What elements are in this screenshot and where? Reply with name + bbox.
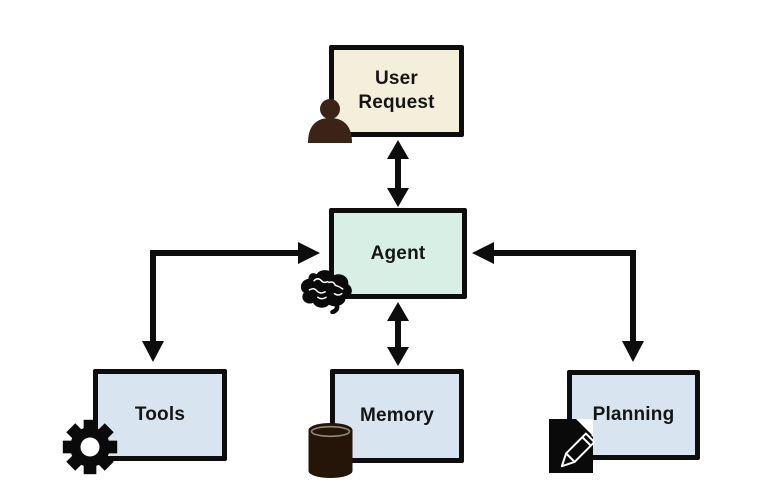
node-user-request: User Request	[329, 45, 464, 137]
arrow-user-request-agent	[387, 140, 409, 207]
arrow-agent-memory	[387, 302, 409, 366]
document-pencil-icon	[549, 419, 596, 473]
node-agent-label: Agent	[370, 242, 426, 264]
node-tools-label: Tools	[134, 404, 186, 426]
arrow-agent-tools	[142, 242, 320, 362]
node-user-request-label: User Request	[358, 68, 435, 113]
gear-icon	[62, 419, 118, 475]
node-agent: Agent	[329, 208, 467, 299]
database-icon	[308, 423, 353, 478]
arrow-agent-planning	[472, 242, 644, 362]
node-memory-label: Memory	[359, 405, 435, 427]
user-icon	[308, 99, 352, 143]
brain-icon	[300, 270, 352, 314]
node-planning: Planning	[567, 370, 700, 460]
node-planning-label: Planning	[592, 404, 675, 426]
